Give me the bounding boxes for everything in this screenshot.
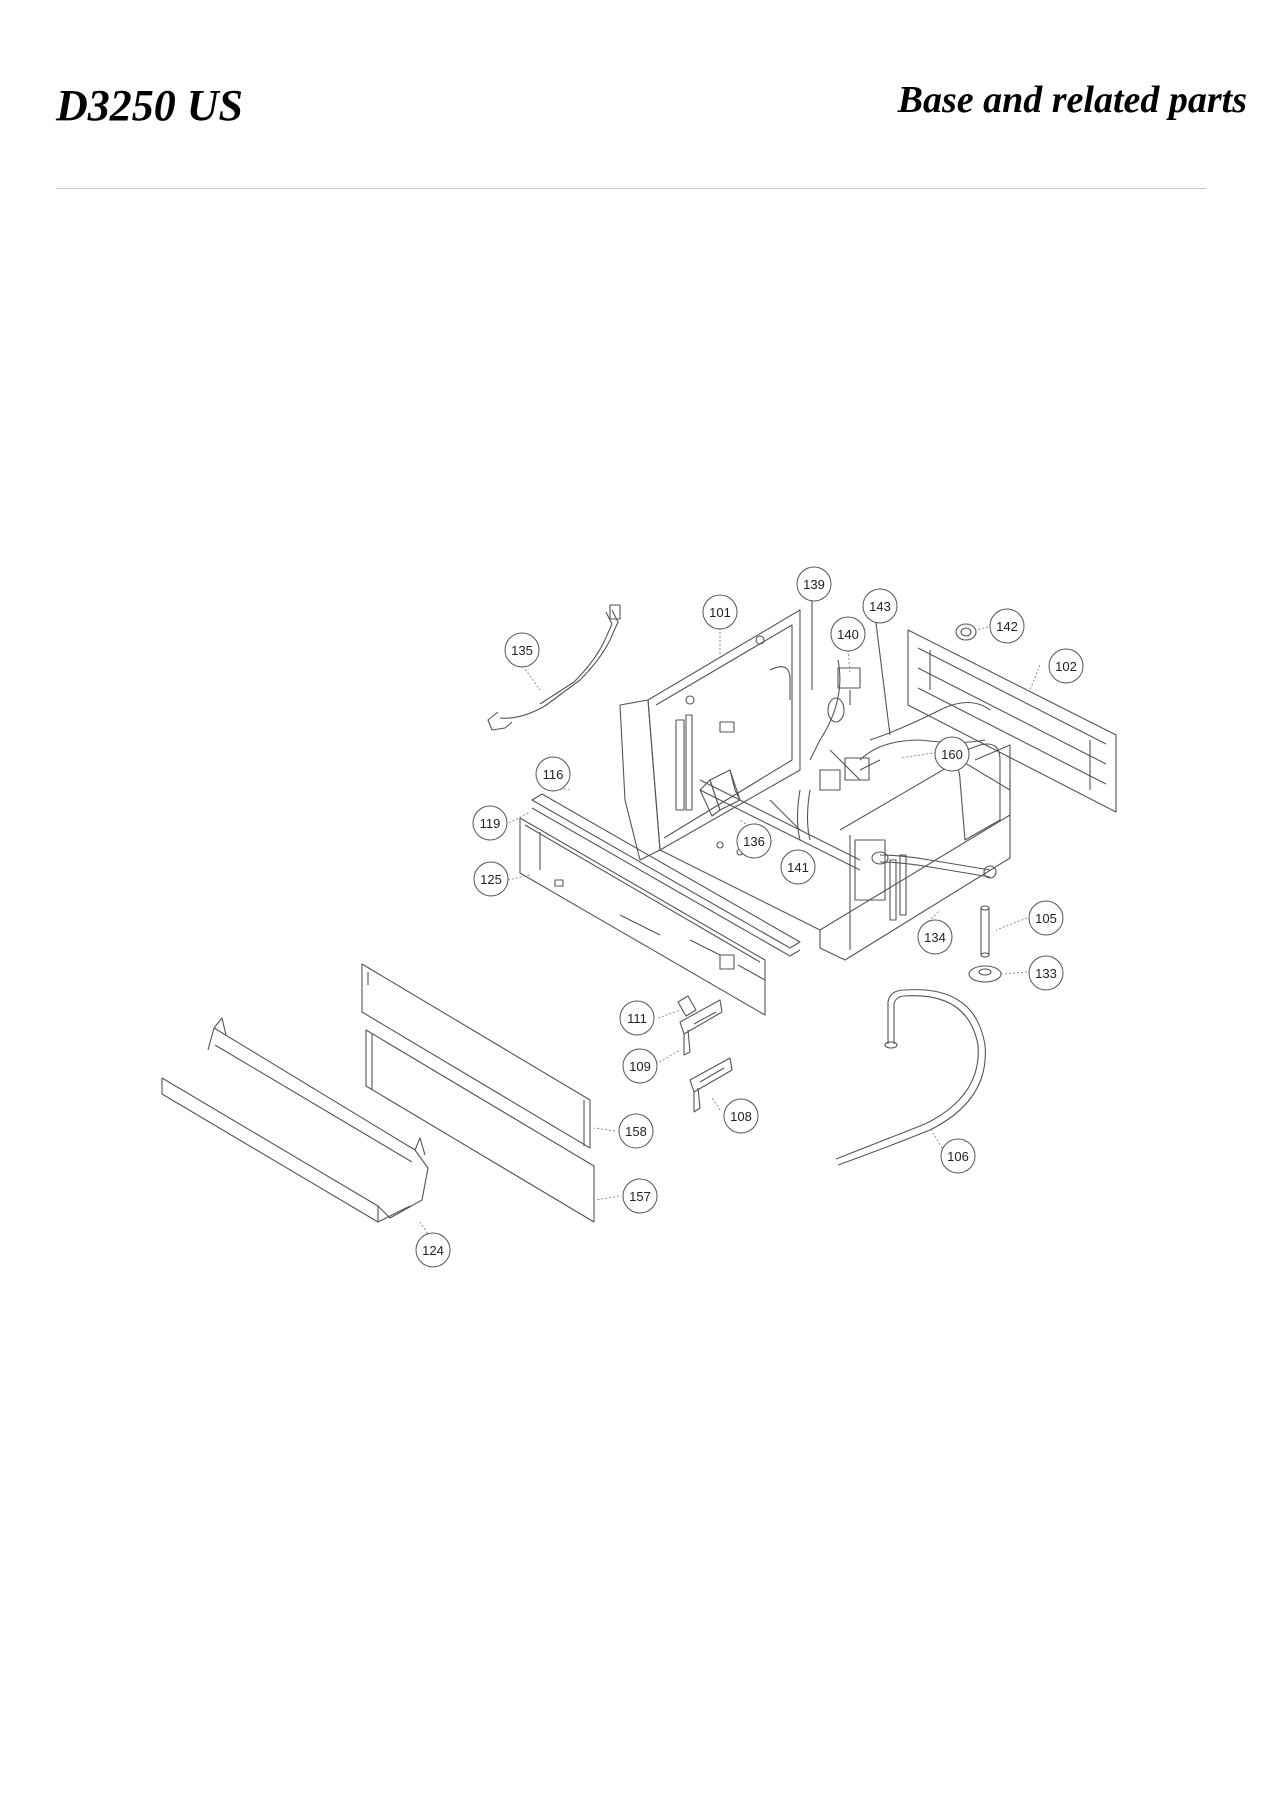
callout-158: 158 [618,1113,654,1149]
callout-109: 109 [622,1048,658,1084]
callout-102: 102 [1048,648,1084,684]
part-power-cord [487,604,621,731]
callout-number: 125 [480,872,502,887]
part-upper-kickplate [361,963,591,1149]
callout-circle [535,756,571,792]
callout-circle [862,588,898,624]
callout-circle [736,823,772,859]
part-foot-base [968,965,1002,983]
part-base-frame [659,743,1011,961]
callout-circle [702,594,738,630]
callout-circle [830,616,866,652]
part-rail-bracket [689,1057,733,1113]
callout-number: 158 [625,1124,647,1139]
callout-circle [472,805,508,841]
callout-circle [1028,900,1064,936]
callout-number: 136 [743,834,765,849]
page-title: D3250 US [56,81,244,130]
part-bracket [699,769,741,817]
callout-108: 108 [723,1098,759,1134]
callout-number: 101 [709,605,731,620]
callout-106: 106 [940,1138,976,1174]
callout-circle [622,1048,658,1084]
callout-number: 105 [1035,911,1057,926]
callout-number: 134 [924,930,946,945]
callout-circle [618,1113,654,1149]
callout-157: 157 [622,1178,658,1214]
part-left-side-panel [619,609,801,861]
callout-139: 139 [796,566,832,602]
callout-160: 160 [934,736,970,772]
callout-number: 124 [422,1243,444,1258]
callout-136: 136 [736,823,772,859]
callout-133: 133 [1028,955,1064,991]
part-leveling-leg [980,905,990,958]
callout-number: 141 [787,860,809,875]
callout-circle [723,1098,759,1134]
section-title: Base and related parts [897,79,1247,121]
callout-number: 160 [941,747,963,762]
part-hinge-bracket [679,999,723,1056]
header-divider [56,188,1206,189]
callout-circle [622,1178,658,1214]
callout-number: 106 [947,1149,969,1164]
callout-circle [989,608,1025,644]
callout-140: 140 [830,616,866,652]
callout-circle [504,632,540,668]
callout-number: 119 [480,816,501,831]
callout-number: 133 [1035,966,1057,981]
callout-group: 101 102 105 106 108 109 111 116 119 124 125 133 134 1… [415,566,1084,1268]
part-drain-hose [871,851,997,879]
callout-119: 119 [472,805,508,841]
callout-number: 102 [1055,659,1077,674]
callout-number: 157 [629,1189,651,1204]
part-clip [677,995,697,1017]
callout-circle [473,861,509,897]
callout-number: 135 [511,643,533,658]
part-lower-kickplate [365,1029,595,1223]
callout-circle [796,566,832,602]
callout-134: 134 [917,919,953,955]
callout-125: 125 [473,861,509,897]
callout-number: 139 [803,577,825,592]
callout-116: 116 [535,756,571,792]
callout-124: 124 [415,1232,451,1268]
callout-circle [934,736,970,772]
part-front-rail [531,793,801,957]
part-inlet-valves-and-hoses [796,572,991,841]
part-toe-kick-cover [161,1017,429,1223]
callout-circle [940,1138,976,1174]
callout-number: 140 [837,627,859,642]
callout-111: 111 [619,1000,655,1036]
callout-number: 143 [869,599,891,614]
callout-143: 143 [862,588,898,624]
part-drain-line [835,989,986,1166]
callout-number: 109 [629,1059,651,1074]
callout-105: 105 [1028,900,1064,936]
part-front-panel [519,817,766,1016]
callout-number: 111 [627,1011,647,1026]
callout-141: 141 [780,849,816,885]
part-nut [955,623,977,641]
callout-101: 101 [702,594,738,630]
callout-number: 142 [996,619,1018,634]
callout-135: 135 [504,632,540,668]
callout-circle [780,849,816,885]
leader-lines [419,572,1041,1241]
callout-circle [415,1232,451,1268]
callout-number: 116 [543,767,564,782]
callout-circle [1028,955,1064,991]
callout-number: 108 [730,1109,752,1124]
callout-circle [1048,648,1084,684]
part-right-rear-rail [907,629,1117,813]
callout-circle [619,1000,655,1036]
callout-circle [917,919,953,955]
callout-142: 142 [989,608,1025,644]
